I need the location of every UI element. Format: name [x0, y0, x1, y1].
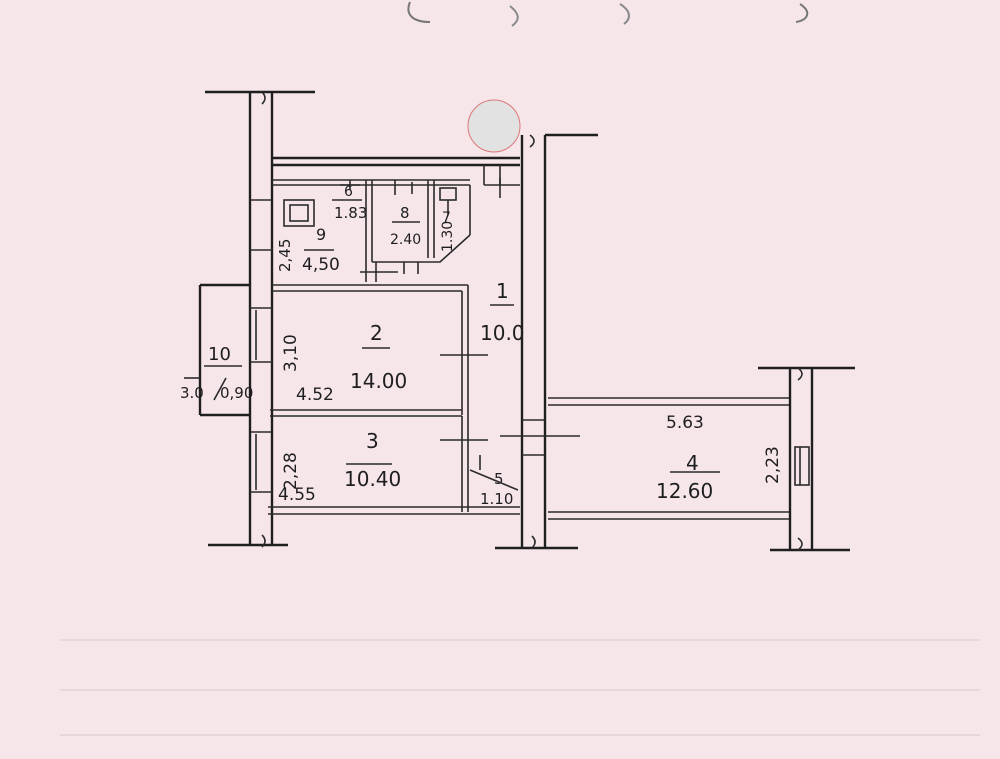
- room-3-height: 2,28: [281, 452, 301, 490]
- room-2-area: 14.00: [350, 369, 407, 393]
- top-wall: [272, 156, 520, 198]
- room-5-area: 1.10: [480, 490, 513, 508]
- room-3-width: 4.55: [278, 485, 316, 505]
- room-3-area: 10.40: [344, 467, 401, 491]
- room-labels: 1 10.0 2 14.00 4.52 3,10 3 10.40 4.55 2,…: [180, 184, 783, 508]
- central-wall: [495, 133, 598, 550]
- room-9-height: 2,45: [276, 239, 294, 272]
- room-7-number: 7: [442, 210, 451, 226]
- top-scribble: [407, 1, 809, 27]
- room-2: [270, 284, 488, 512]
- balcony-room-10: [184, 283, 250, 417]
- room-4-area: 12.60: [656, 479, 713, 503]
- room-1-number: 1: [496, 279, 509, 303]
- room-2-number: 2: [370, 321, 383, 345]
- room-6-area: 1.83: [334, 204, 367, 222]
- room-2-height: 3,10: [281, 334, 301, 372]
- room-10-dim-b: 0,90: [220, 384, 253, 402]
- background-lines: [60, 639, 980, 736]
- room-6-number: 6: [344, 184, 353, 200]
- room-7-area: 1.30: [440, 221, 456, 252]
- room-10-dim-a: 3.0: [180, 384, 204, 402]
- room-2-width: 4.52: [296, 385, 334, 405]
- room-9-area: 4,50: [302, 255, 340, 275]
- room-4-number: 4: [686, 451, 699, 475]
- room-10-number: 10: [208, 344, 231, 365]
- room-3: [268, 416, 520, 515]
- room-4: [548, 366, 855, 552]
- room-9-number: 9: [316, 225, 326, 244]
- room-3-number: 3: [366, 429, 379, 453]
- room-1-area: 10.0: [480, 321, 525, 345]
- bathroom-cluster: [272, 179, 471, 282]
- left-wall: [205, 90, 315, 548]
- stamp-circle: [467, 99, 521, 153]
- room-5-number: 5: [494, 470, 504, 488]
- room-8-number: 8: [400, 204, 410, 222]
- room-4-height: 2,23: [763, 446, 783, 484]
- room-8-area: 2.40: [390, 232, 421, 248]
- room-4-width: 5.63: [666, 413, 704, 433]
